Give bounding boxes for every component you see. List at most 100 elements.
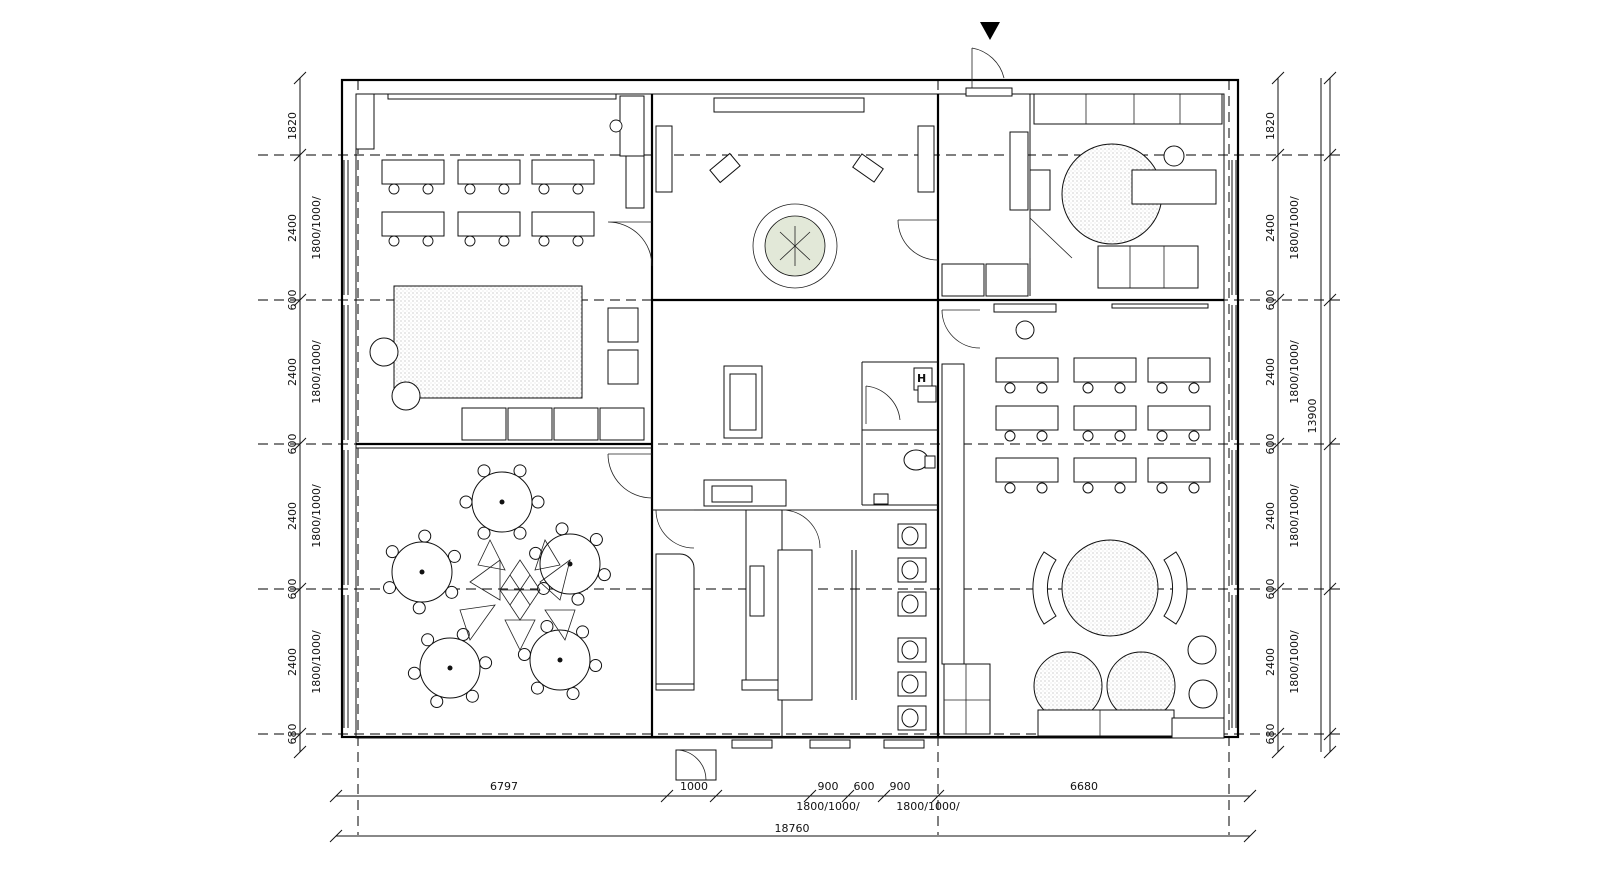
toilet-sign: H <box>917 372 926 385</box>
dimension-tick <box>1271 437 1285 451</box>
round-table <box>529 522 611 606</box>
dim-left-2-sub: 1800/1000/ <box>310 196 323 260</box>
dimension-tick <box>1323 293 1337 307</box>
toilet <box>897 637 927 663</box>
bottom-openings <box>731 739 925 749</box>
dimension-tick <box>1323 148 1337 162</box>
dimension-tick <box>841 789 855 803</box>
toilet <box>897 523 927 549</box>
round-table <box>407 628 493 708</box>
dimension-tick <box>709 789 723 803</box>
round-table <box>459 464 545 540</box>
desk <box>1073 357 1137 394</box>
toilets <box>897 523 927 731</box>
dimension-tick <box>1271 727 1285 741</box>
dimension-tick <box>1323 71 1337 85</box>
dimension-tick <box>329 829 343 843</box>
dim-right-2-sub: 1800/1000/ <box>1288 196 1301 260</box>
dim-left-4-sub: 1800/1000/ <box>310 340 323 404</box>
dimension-ticks <box>293 71 1337 843</box>
dim-bottom-seg2: 600 <box>854 780 875 793</box>
dim-left-2: 2400 <box>286 214 299 242</box>
dim-right-6: 2400 <box>1264 502 1277 530</box>
desk <box>995 405 1059 442</box>
dim-bottom-door: 1000 <box>680 780 708 793</box>
entrance-arrow-icon <box>980 22 1000 40</box>
toilet <box>897 557 927 583</box>
lounge-top-right <box>993 93 1223 340</box>
dim-left-9: 680 <box>286 724 299 745</box>
desk-group <box>381 159 595 237</box>
dim-right-7: 600 <box>1264 579 1277 600</box>
dimension-tick <box>1271 293 1285 307</box>
dim-left-8: 2400 <box>286 648 299 676</box>
dimension-tick <box>1323 745 1337 759</box>
dim-left-5: 600 <box>286 434 299 455</box>
desk <box>1147 405 1211 442</box>
dim-right-4-sub: 1800/1000/ <box>1288 340 1301 404</box>
desk <box>1073 457 1137 494</box>
dimension-tick <box>1323 437 1337 451</box>
dim-left-6-sub: 1800/1000/ <box>310 484 323 548</box>
dim-left-3: 600 <box>286 290 299 311</box>
center-lounge <box>703 365 787 507</box>
dim-overall-width: 18760 <box>775 822 810 835</box>
dimension-tick <box>293 582 307 596</box>
dim-right-1: 1820 <box>1264 112 1277 140</box>
left-dimension-labels: 1820 2400 1800/1000/ 600 2400 1800/1000/… <box>286 112 323 745</box>
desk <box>995 357 1059 394</box>
dimension-tick <box>1323 727 1337 741</box>
toilet <box>897 591 927 617</box>
dim-right-2: 2400 <box>1264 214 1277 242</box>
dimension-tick <box>931 789 945 803</box>
dim-left-6: 2400 <box>286 502 299 530</box>
desk <box>1147 357 1211 394</box>
desk <box>995 457 1059 494</box>
dimension-tick <box>1243 789 1257 803</box>
round-tables <box>383 464 611 708</box>
dim-right-8-sub: 1800/1000/ <box>1288 630 1301 694</box>
dim-right-4: 2400 <box>1264 358 1277 386</box>
dimension-tick <box>329 789 343 803</box>
dimension-tick <box>1271 71 1285 85</box>
dim-right-5: 600 <box>1264 434 1277 455</box>
dimension-tick <box>293 148 307 162</box>
dimension-tick <box>877 789 891 803</box>
dimension-tick <box>293 437 307 451</box>
dimension-tick <box>660 789 674 803</box>
desk <box>1073 405 1137 442</box>
dim-bottom-left: 6797 <box>490 780 518 793</box>
dim-bottom-seg3: 900 <box>890 780 911 793</box>
dim-bottom-sub1: 1800/1000/ <box>796 800 860 813</box>
right-dimension-labels: 1820 2400 1800/1000/ 600 2400 1800/1000/… <box>1264 112 1319 745</box>
dimension-tick <box>1243 829 1257 843</box>
kitchen <box>655 509 821 781</box>
bottom-dimension-labels: 6797 1000 900 600 900 6680 1800/1000/ 18… <box>490 780 1098 835</box>
dim-right-8: 2400 <box>1264 648 1277 676</box>
dim-bottom-right: 6680 <box>1070 780 1098 793</box>
round-table <box>517 619 603 701</box>
dimension-tick <box>293 727 307 741</box>
dim-left-7: 600 <box>286 579 299 600</box>
dimension-lines <box>299 78 1331 837</box>
dim-bottom-sub2: 1800/1000/ <box>896 800 960 813</box>
door-swing <box>607 453 653 499</box>
desk <box>1147 457 1211 494</box>
dim-left-8-sub: 1800/1000/ <box>310 630 323 694</box>
petal-rug <box>459 539 576 651</box>
restroom: H <box>865 363 965 665</box>
dim-left-1: 1820 <box>286 112 299 140</box>
round-table <box>383 529 461 615</box>
dimension-tick <box>1271 745 1285 759</box>
dimension-tick <box>1271 148 1285 162</box>
dim-right-3: 600 <box>1264 290 1277 311</box>
wash-room <box>777 549 857 701</box>
dim-overall-height: 13900 <box>1306 399 1319 434</box>
dim-right-9: 680 <box>1264 724 1277 745</box>
dimension-tick <box>293 293 307 307</box>
dining-desks <box>995 357 1211 494</box>
lounge-bottom-right <box>943 539 1225 739</box>
hall-top-middle <box>655 97 939 289</box>
dimension-tick <box>293 745 307 759</box>
